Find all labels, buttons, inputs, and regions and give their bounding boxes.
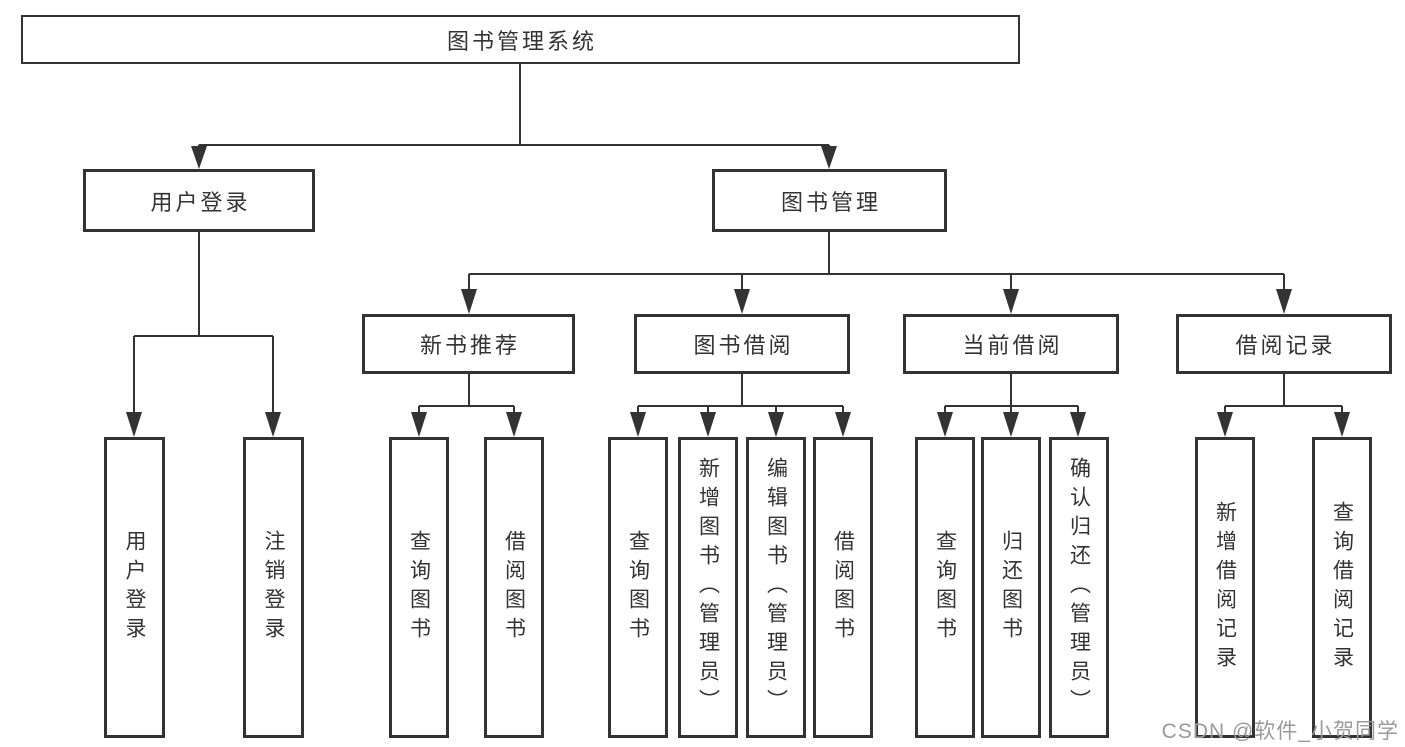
leaf-borrow-books-borrowing: 借阅图书 [813, 437, 873, 738]
leaf-confirm-return-admin: 确认归还（管理员） [1049, 437, 1109, 738]
leaf-query-borrow-record-label: 查询借阅记录 [1330, 500, 1354, 675]
leaf-borrow-books-recommend: 借阅图书 [484, 437, 544, 738]
node-borrowing-records: 借阅记录 [1176, 314, 1392, 374]
leaf-add-books-admin: 新增图书（管理员） [678, 437, 738, 738]
leaf-edit-books-admin-label: 编辑图书（管理员） [764, 457, 788, 718]
arrowhead-icon [734, 289, 750, 314]
node-book-borrowing: 图书借阅 [634, 314, 850, 374]
arrowhead-icon [265, 412, 281, 437]
arrowhead-icon [821, 146, 837, 169]
node-book-management-label: 图书管理 [780, 189, 881, 215]
arrowhead-icon [1070, 412, 1086, 437]
leaf-add-books-admin-label: 新增图书（管理员） [696, 457, 720, 718]
arrowhead-icon [506, 412, 522, 437]
leaf-edit-books-admin: 编辑图书（管理员） [746, 437, 806, 738]
node-user-login: 用户登录 [83, 169, 315, 232]
arrowhead-icon [126, 412, 142, 437]
leaf-query-borrow-record: 查询借阅记录 [1312, 437, 1372, 738]
arrowhead-icon [937, 412, 953, 437]
leaf-return-books-label: 归还图书 [999, 529, 1023, 646]
arrowhead-icon [1276, 289, 1292, 314]
arrowhead-icon [768, 412, 784, 437]
arrowhead-icon [630, 412, 646, 437]
arrowhead-icon [1003, 412, 1019, 437]
leaf-add-borrow-record: 新增借阅记录 [1195, 437, 1255, 738]
node-root: 图书管理系统 [21, 15, 1020, 64]
leaf-add-borrow-record-label: 新增借阅记录 [1213, 500, 1237, 675]
leaf-user-login: 用户登录 [104, 437, 165, 738]
node-new-book-recommend-label: 新书推荐 [419, 333, 520, 358]
node-book-borrowing-label: 图书借阅 [693, 333, 794, 358]
arrowhead-icon [1334, 412, 1350, 437]
node-book-management: 图书管理 [712, 169, 947, 232]
leaf-query-books-current: 查询图书 [915, 437, 975, 738]
arrowhead-icon [411, 412, 427, 437]
leaf-borrow-books-recommend-label: 借阅图书 [502, 529, 526, 646]
leaf-logout-label: 注销登录 [262, 529, 285, 646]
leaf-logout: 注销登录 [243, 437, 304, 738]
arrowhead-icon [461, 289, 477, 314]
arrowhead-icon [1003, 289, 1019, 314]
leaf-query-books-recommend: 查询图书 [389, 437, 449, 738]
arrowhead-icon [191, 146, 207, 169]
leaf-confirm-return-admin-label: 确认归还（管理员） [1067, 457, 1091, 718]
node-current-borrowing: 当前借阅 [903, 314, 1119, 374]
leaf-query-books-borrowing-label: 查询图书 [626, 529, 650, 646]
node-new-book-recommend: 新书推荐 [362, 314, 575, 374]
leaf-query-books-recommend-label: 查询图书 [407, 529, 431, 646]
leaf-borrow-books-borrowing-label: 借阅图书 [831, 529, 855, 646]
node-borrowing-records-label: 借阅记录 [1235, 333, 1336, 358]
leaf-query-books-borrowing: 查询图书 [608, 437, 668, 738]
leaf-query-books-current-label: 查询图书 [933, 529, 957, 646]
node-user-login-label: 用户登录 [150, 189, 251, 215]
arrowhead-icon [1217, 412, 1233, 437]
watermark: CSDN @软件_小贺同学 [1161, 720, 1399, 743]
arrowhead-icon [835, 412, 851, 437]
node-current-borrowing-label: 当前借阅 [962, 333, 1063, 358]
leaf-user-login-label: 用户登录 [123, 529, 146, 646]
leaf-return-books: 归还图书 [981, 437, 1041, 738]
node-root-label: 图书管理系统 [446, 28, 597, 54]
arrowhead-icon [700, 412, 716, 437]
